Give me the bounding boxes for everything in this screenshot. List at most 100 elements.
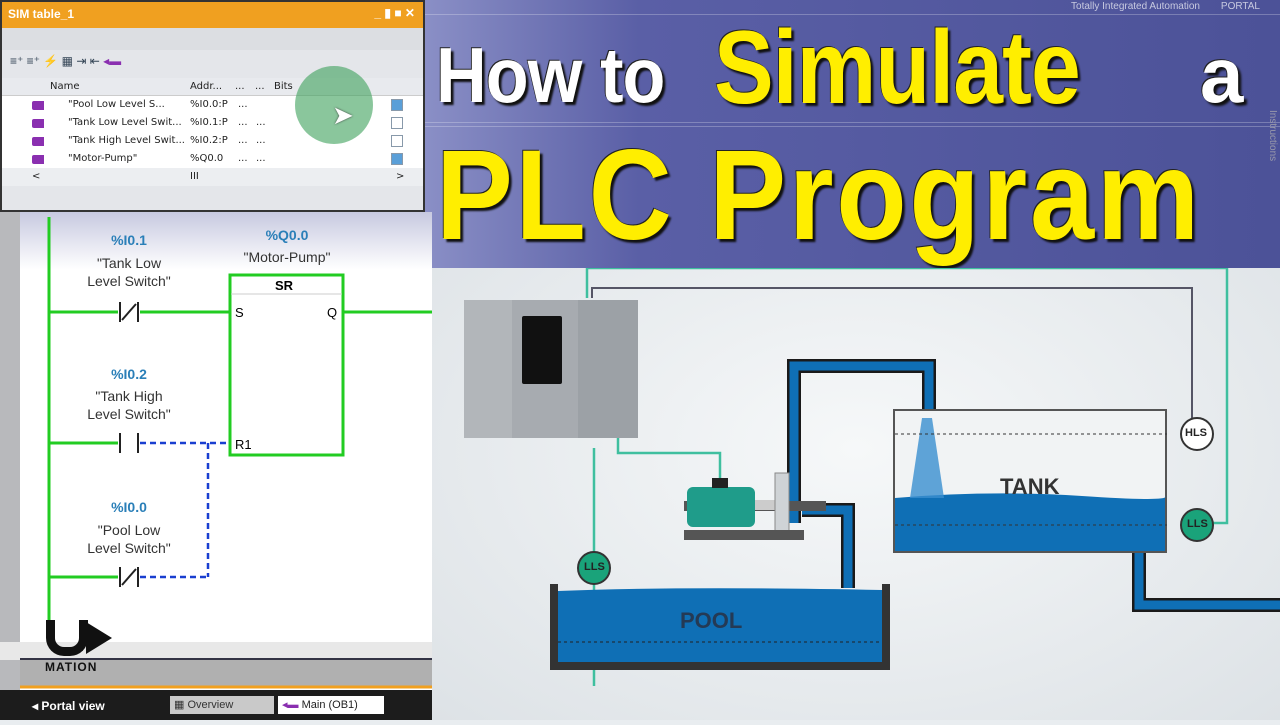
col-address[interactable]: Addr... xyxy=(190,81,223,92)
row-address[interactable]: %Q0.0 xyxy=(190,153,224,164)
lls-pool-label: LLS xyxy=(584,561,605,573)
motor-pump xyxy=(684,472,826,540)
row-name[interactable]: "Motor-Pump" xyxy=(68,153,138,164)
row-name[interactable]: "Tank High Level Swit... xyxy=(68,135,185,146)
pool-water xyxy=(558,588,882,662)
tag-icon[interactable]: ◂▬ xyxy=(103,54,122,68)
ladder-editor: SR S R1 Q %Q0.0 "Motor-Pump" %I0.1 "Tank… xyxy=(0,212,432,690)
contact1-name: "Tank Low xyxy=(96,255,162,271)
row-name[interactable]: "Pool Low Level S... xyxy=(68,99,165,110)
process-diagram: TANK POOL HLS LLS LLS xyxy=(432,266,1280,720)
row-address[interactable]: %I0.2:P xyxy=(190,135,228,146)
lls-tank-label: LLS xyxy=(1187,518,1208,530)
tab-main-ob1[interactable]: ◂▬ Main (OB1) xyxy=(278,696,384,714)
window-controls[interactable]: _ ▮ ■ ✕ xyxy=(374,6,415,20)
contact-tank-low-nc xyxy=(119,302,139,322)
block-icon: ◂▬ xyxy=(282,699,299,711)
contact2-name: "Tank High xyxy=(95,388,163,404)
row-monitor[interactable]: ... xyxy=(256,117,266,128)
row-checkbox[interactable] xyxy=(391,135,403,147)
add-row-icon[interactable]: ≡⁺ ≡⁺ xyxy=(10,54,44,68)
lls-tank-sensor xyxy=(1180,508,1214,542)
sr-output-q: Q xyxy=(327,305,338,320)
scroll-left-icon[interactable]: < xyxy=(32,171,41,182)
col-name[interactable]: Name xyxy=(50,81,80,92)
tag-icon xyxy=(32,155,44,164)
row-address[interactable]: %I0.0:P xyxy=(190,99,228,110)
contact1-address: %I0.1 xyxy=(111,232,147,248)
sr-block xyxy=(228,273,345,457)
lls-pool-sensor xyxy=(577,551,611,585)
contact2-name2: Level Switch" xyxy=(87,406,171,422)
contact3-name2: Level Switch" xyxy=(87,540,171,556)
chip-icon[interactable]: ▦ xyxy=(61,54,73,68)
row-checkbox[interactable] xyxy=(391,153,403,165)
overview-label: Overview xyxy=(187,699,234,711)
contact3-name: "Pool Low xyxy=(97,522,161,538)
main-label: Main (OB1) xyxy=(301,699,358,711)
portal-view-link[interactable]: ◂ Portal view xyxy=(32,699,105,713)
tab-overview[interactable]: ▦ Overview xyxy=(170,696,274,714)
wire-lls-tank xyxy=(585,266,1229,525)
row-name[interactable]: "Tank Low Level Swit... xyxy=(68,117,182,128)
table-row[interactable]: "Tank High Level Swit... %I0.2:P ... ... xyxy=(2,132,423,150)
headline-how-to: How to xyxy=(436,31,665,119)
row-checkbox[interactable] xyxy=(391,99,403,111)
scroll-thumb[interactable]: III xyxy=(190,171,199,182)
status-bar: ◂ Portal view ▦ Overview ◂▬ Main (OB1) xyxy=(0,690,432,720)
modify-now-icon[interactable]: ⚡ xyxy=(43,54,59,68)
plc-rack xyxy=(464,300,638,438)
table-row[interactable]: "Motor-Pump" %Q0.0 ... ... xyxy=(2,150,423,168)
mouse-cursor-icon: ➤ xyxy=(332,100,354,130)
click-highlight xyxy=(295,66,373,144)
tank-water xyxy=(895,493,1166,551)
sr-input-r1: R1 xyxy=(235,437,252,452)
row-monitor[interactable]: ... xyxy=(256,153,266,164)
tag-icon xyxy=(32,101,44,110)
coil-name: "Motor-Pump" xyxy=(243,249,331,265)
import-icon[interactable]: ⇤ xyxy=(89,54,100,68)
sim-table-window: SIM table_1 _ ▮ ■ ✕ ≡⁺ ≡⁺ ⚡ ▦ ⇥ ⇤ ◂▬ Nam… xyxy=(0,0,425,212)
portal-text: PORTAL xyxy=(1220,1,1260,12)
sensors xyxy=(577,417,1214,585)
unpowered-wires xyxy=(140,441,230,579)
row-format[interactable]: ... xyxy=(238,117,248,128)
scroll-right-icon[interactable]: > xyxy=(396,171,405,182)
portal-view-label: Portal view xyxy=(41,699,105,713)
coil-address: %Q0.0 xyxy=(265,227,309,243)
contact-tank-high-no xyxy=(119,433,139,453)
contact1-name2: Level Switch" xyxy=(87,273,171,289)
instructions-tab[interactable]: Instructions xyxy=(1267,110,1278,162)
wire-hls xyxy=(591,287,1193,418)
sim-toolbar: ≡⁺ ≡⁺ ⚡ ▦ ⇥ ⇤ ◂▬ xyxy=(2,50,423,76)
wire-motor xyxy=(616,438,722,486)
upmation-logo xyxy=(46,620,88,656)
tia-portal-background: Totally Integrated Automation PORTAL Ins… xyxy=(425,0,1280,268)
hls-label: HLS xyxy=(1185,427,1207,439)
sim-table-titlebar[interactable]: SIM table_1 _ ▮ ■ ✕ xyxy=(2,2,423,28)
row-checkbox[interactable] xyxy=(391,117,403,129)
pool-label: POOL xyxy=(680,608,743,633)
row-format[interactable]: ... xyxy=(238,153,248,164)
row-format[interactable]: ... xyxy=(238,99,248,110)
contact-pool-low-nc xyxy=(119,567,139,587)
headline-plc-program: PLC Program xyxy=(436,124,1202,267)
hls-sensor xyxy=(1180,417,1214,451)
sr-block-type: SR xyxy=(275,278,294,293)
logo-text: MATION xyxy=(45,660,98,674)
col-bits[interactable]: Bits xyxy=(274,81,293,92)
horizontal-scrollbar[interactable]: < III > xyxy=(2,168,423,186)
row-format[interactable]: ... xyxy=(238,135,248,146)
window-title: SIM table_1 xyxy=(8,7,75,21)
row-monitor[interactable]: ... xyxy=(256,135,266,146)
headline-simulate: Simulate xyxy=(714,10,1081,126)
row-address[interactable]: %I0.1:P xyxy=(190,117,228,128)
contact3-address: %I0.0 xyxy=(111,499,147,515)
contact2-address: %I0.2 xyxy=(111,366,147,382)
export-icon[interactable]: ⇥ xyxy=(76,54,87,68)
tank-label: TANK xyxy=(1000,474,1060,499)
ladder-network xyxy=(0,217,432,689)
col-format[interactable]: ... xyxy=(235,81,245,92)
process-svg xyxy=(464,266,1280,686)
col-monitor[interactable]: ... xyxy=(255,81,265,92)
